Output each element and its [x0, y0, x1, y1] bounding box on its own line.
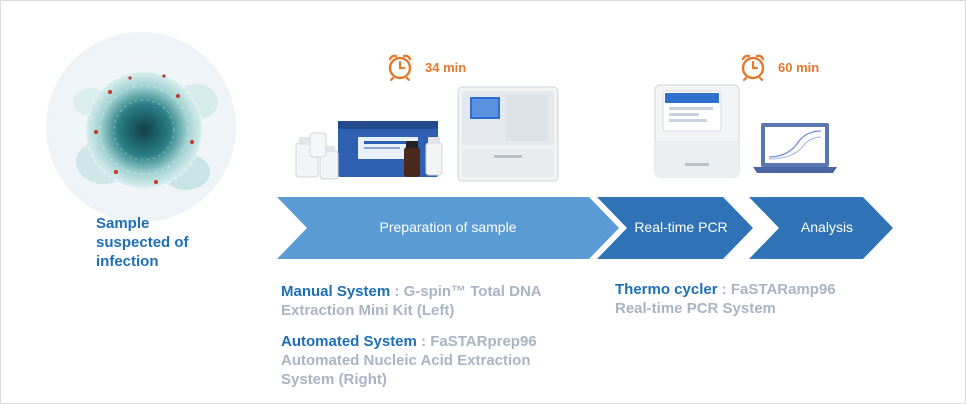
automated-system-title: Automated System: [281, 333, 417, 350]
arrow-preparation: [277, 197, 619, 259]
automated-system-line: Automated Nucleic Acid Extraction: [281, 352, 531, 369]
pcr-equipment-image: [654, 84, 837, 178]
automated-system-description: Automated System : FaSTARprep96 Automate…: [281, 332, 591, 389]
manual-system-title: Manual System: [281, 283, 391, 300]
thermo-cycler-description: Thermo cycler : FaSTARamp96 Real-time PC…: [615, 280, 915, 318]
timer-preparation: 34 min: [385, 52, 466, 82]
arrow-realtime-pcr: [597, 197, 753, 259]
step-label-analysis: Analysis: [800, 219, 854, 235]
sample-label-line: Sample: [96, 215, 150, 232]
sample-label-line: suspected of: [96, 234, 189, 251]
extraction-equipment-image: [295, 86, 559, 182]
manual-system-description: Manual System : G-spin™ Total DNA Extrac…: [281, 282, 581, 320]
separator: :: [416, 333, 431, 350]
alarm-clock-icon: [388, 54, 412, 82]
cell-illustration: [46, 32, 236, 222]
timer-label: 34 min: [425, 59, 467, 75]
thermo-cycler-line: FaSTARamp96: [730, 281, 836, 298]
separator: :: [717, 281, 731, 298]
manual-system-line: G-spin™ Total DNA: [403, 283, 542, 300]
manual-system-line: Extraction Mini Kit (Left): [281, 302, 455, 319]
step-label-preparation: Preparation of sample: [379, 219, 517, 235]
arrow-analysis: [749, 197, 893, 259]
sample-label: Sample suspected of infection: [96, 214, 256, 271]
timer-label: 60 min: [778, 59, 820, 75]
automated-system-line: System (Right): [281, 371, 387, 388]
separator: :: [390, 283, 404, 300]
thermo-cycler-line: Real-time PCR System: [615, 300, 776, 317]
automated-system-line: FaSTARprep96: [430, 333, 537, 350]
sample-label-line: infection: [96, 253, 159, 270]
step-label-realtime-pcr: Real-time PCR: [634, 219, 728, 235]
alarm-clock-icon: [741, 54, 765, 82]
thermo-cycler-title: Thermo cycler: [615, 281, 718, 298]
infected-cell-icon: [73, 71, 218, 190]
timer-pcr: 60 min: [738, 52, 819, 82]
